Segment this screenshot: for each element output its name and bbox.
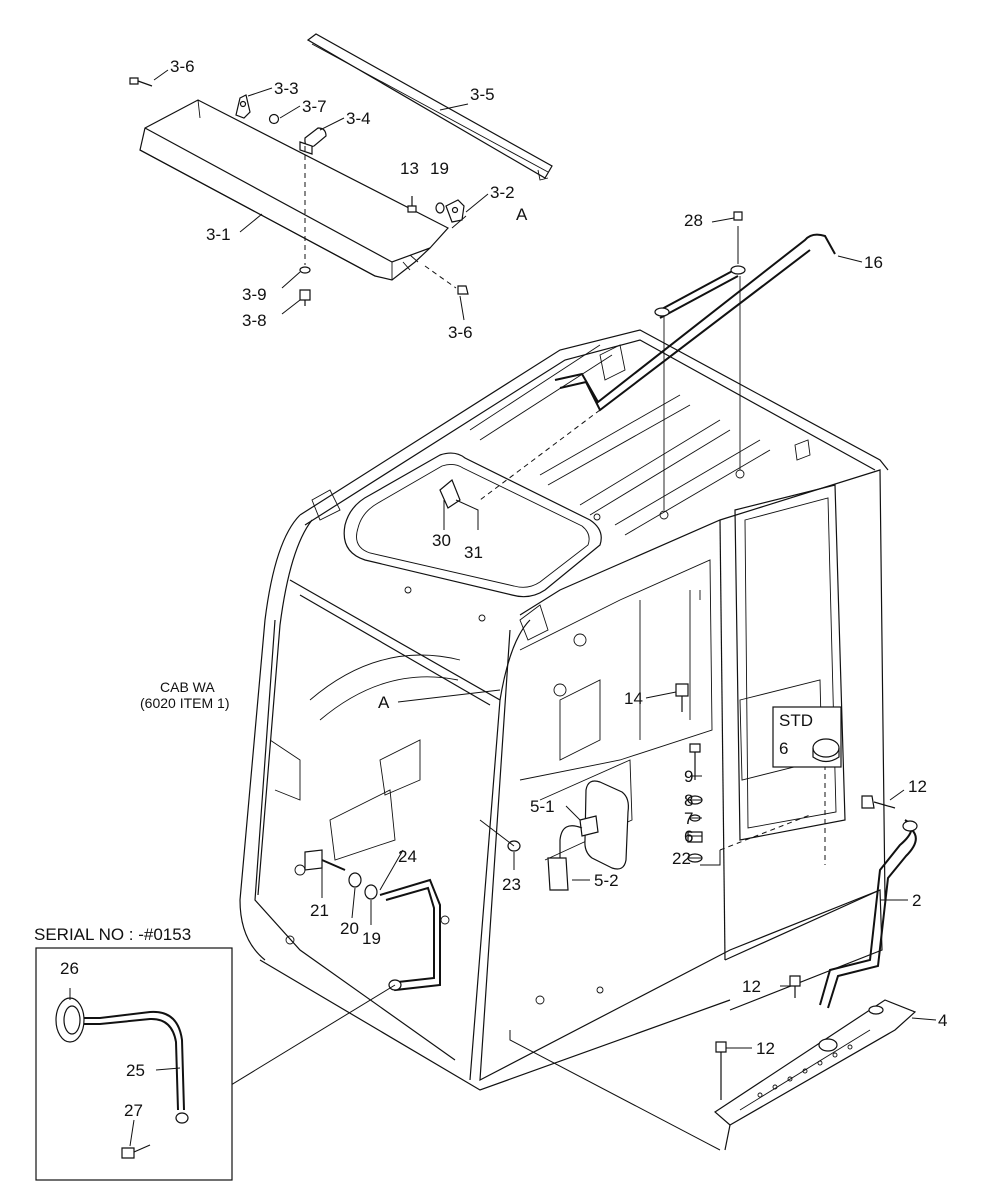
callout-3-3: 3-3 xyxy=(274,79,299,98)
leader-lines xyxy=(69,69,937,1147)
callout-27: 27 xyxy=(124,1101,143,1120)
callout-12-lower: 12 xyxy=(756,1039,775,1058)
callout-std-6: 6 xyxy=(779,739,788,758)
callout-28: 28 xyxy=(684,211,703,230)
roof-visor-assembly xyxy=(129,33,553,306)
callout-3-8: 3-8 xyxy=(242,311,267,330)
callout-12-middle: 12 xyxy=(742,977,761,996)
callout-14: 14 xyxy=(624,689,643,708)
callout-30: 30 xyxy=(432,531,451,550)
callout-a-mid: A xyxy=(378,693,390,712)
callout-21: 21 xyxy=(310,901,329,920)
cab-note-line1: CAB WA xyxy=(160,679,215,695)
callout-6: 6 xyxy=(684,827,693,846)
std-box xyxy=(772,706,842,768)
callout-31: 31 xyxy=(464,543,483,562)
callout-12-upper: 12 xyxy=(908,777,927,796)
callout-3-6-bottom: 3-6 xyxy=(448,323,473,342)
callout-2: 2 xyxy=(912,891,921,910)
callout-25: 25 xyxy=(126,1061,145,1080)
cab-body xyxy=(239,329,889,1091)
mirror-assembly xyxy=(479,780,629,891)
callout-16: 16 xyxy=(864,253,883,272)
bolt-14 xyxy=(675,683,689,712)
callout-5-2: 5-2 xyxy=(594,871,619,890)
callout-13: 13 xyxy=(400,159,419,178)
callout-9: 9 xyxy=(684,767,693,786)
cab-note-line2: (6020 ITEM 1) xyxy=(140,695,229,711)
callout-3-6-top: 3-6 xyxy=(170,57,195,76)
callout-23: 23 xyxy=(502,875,521,894)
callout-19-bottom: 19 xyxy=(362,929,381,948)
callout-4: 4 xyxy=(938,1011,947,1030)
callout-3-2: 3-2 xyxy=(490,183,515,202)
callout-3-4: 3-4 xyxy=(346,109,371,128)
callout-19-top: 19 xyxy=(430,159,449,178)
serial-label: SERIAL NO : -#0153 xyxy=(34,925,191,944)
callout-a-top: A xyxy=(516,205,528,224)
callout-3-7: 3-7 xyxy=(302,97,327,116)
callout-22: 22 xyxy=(672,849,691,868)
notes: CAB WA (6020 ITEM 1) STD SERIAL NO : -#0… xyxy=(34,679,813,944)
callout-labels: 3-6 3-3 3-7 3-4 3-5 3-1 3-2 A 13 19 3-9 … xyxy=(60,57,947,1120)
callout-7: 7 xyxy=(684,809,693,828)
roof-handrail xyxy=(479,211,836,510)
callout-5-1: 5-1 xyxy=(530,797,555,816)
std-label: STD xyxy=(779,711,813,730)
callout-3-9: 3-9 xyxy=(242,285,267,304)
decal-30-31 xyxy=(439,479,479,530)
callout-26: 26 xyxy=(60,959,79,978)
callout-3-5: 3-5 xyxy=(470,85,495,104)
callout-8: 8 xyxy=(684,791,693,810)
callout-20: 20 xyxy=(340,919,359,938)
serial-box xyxy=(35,947,233,1181)
right-handrail-and-step xyxy=(509,795,918,1151)
lower-left-parts xyxy=(189,849,441,1111)
callout-3-1: 3-1 xyxy=(206,225,231,244)
callout-24: 24 xyxy=(398,847,417,866)
